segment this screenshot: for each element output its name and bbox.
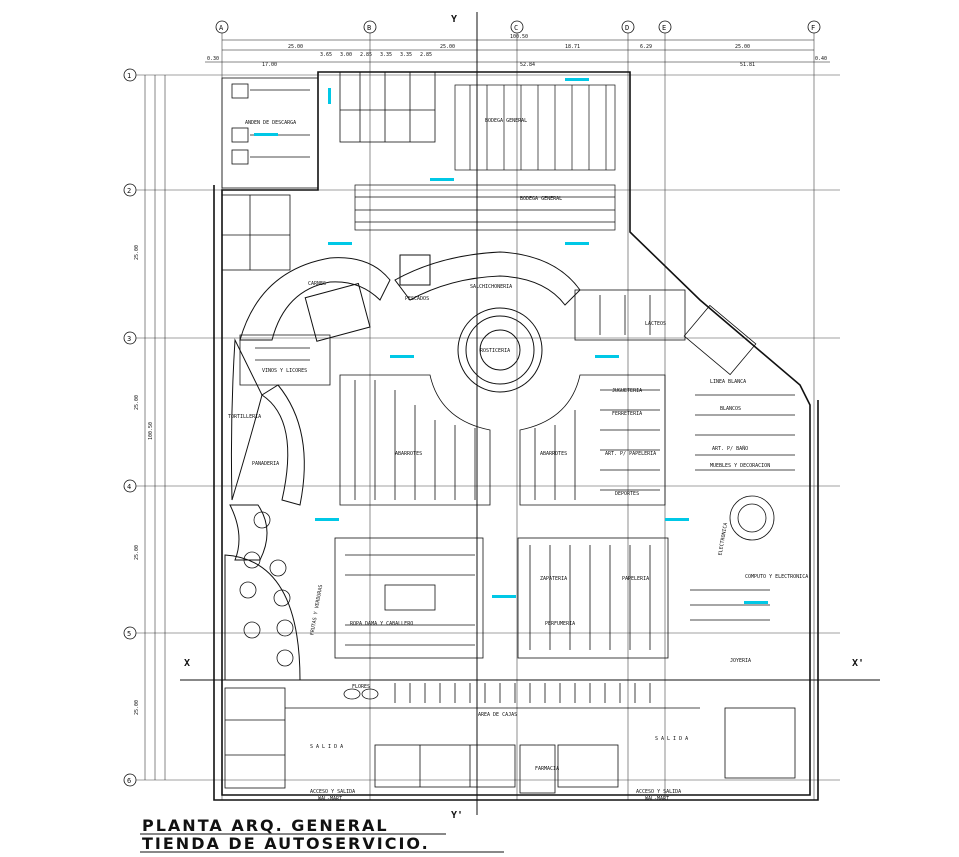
axis-x2-label: X' [852,658,864,669]
label-bodega-1: BODEGA GENERAL [485,118,527,124]
label-papeleria-2: PAPELERIA [622,576,649,582]
label-abarrotes-1: ABARROTES [395,451,422,457]
label-ferreteria: FERRETERIA [612,411,642,417]
grid-col-e: E [662,24,666,32]
label-flores: FLORES [352,684,370,690]
drawing-title-line1: PLANTA ARQ. GENERAL [142,816,389,835]
label-rosticeria: ROSTICERIA [480,348,510,354]
label-acceso-2a: ACCESO Y SALIDA [636,789,681,795]
grocery-aisles [339,374,666,506]
title-underline [140,833,504,853]
dim-top2-b: 17.00 [262,62,277,68]
grid-col-f: F [811,24,815,32]
column-grid-bubbles [215,20,821,34]
grid-row-1: 1 [127,72,131,80]
label-cajas: AREA DE CAJAS [478,712,517,718]
bottom-rooms [224,687,796,794]
label-panaderia: PANADERIA [252,461,279,467]
dim-top-c: 3.00 [340,52,352,58]
label-frutas: FRUTAS Y VERDURAS [309,584,324,635]
label-jugueteria: JUGUETERIA [612,388,642,394]
grid-col-c: C [514,24,518,32]
flow-arrows [254,78,768,604]
label-linea-blanca: LINEA BLANCA [710,379,746,385]
label-muebles: MUEBLES Y DECORACION [710,463,770,469]
axis-y-label: Y [451,14,457,25]
dim-top-f: 3.35 [400,52,412,58]
label-art-bano: ART. P/ BAÑO [712,445,748,452]
drawing-title-line2: TIENDA DE AUTOSERVICIO. [142,834,430,853]
label-blancos: BLANCOS [720,406,741,412]
label-lacteos: LACTEOS [645,321,666,327]
dim-top-h: 25.00 [440,44,455,50]
grid-col-a: A [219,24,224,32]
dim-top2-c: 52.84 [520,62,535,68]
label-bodega-2: BODEGA GENERAL [520,196,562,202]
bodega-shelves [354,84,616,231]
checkout-lanes [285,683,700,709]
central-rotunda [457,307,543,393]
dim-top-total: 100.50 [510,34,528,40]
label-salchichoneria: SALCHICHONERIA [470,284,512,290]
label-acceso-2b: WAL-MART [645,796,669,802]
label-electronica: ELECTRONICA [718,522,730,556]
label-andenes: ANDEN DE DESCARGA [245,120,296,126]
dim-top-j: 6.29 [640,44,652,50]
label-zapateria: ZAPATERIA [540,576,567,582]
wine-area [239,334,331,386]
grid-row-4: 4 [127,483,131,491]
dim-left-total: 100.50 [148,422,154,440]
axis-y2-label: Y' [451,810,463,821]
label-papeleria-1: ART. P/ PAPELERIA [605,451,656,457]
label-deportes: DEPORTES [615,491,639,497]
label-vinos: VINOS Y LICORES [262,368,307,374]
label-carnes: CARNES [308,281,326,287]
dim-top2-a: 0.30 [207,56,219,62]
grid-row-3: 3 [127,335,131,343]
top-dimension-lines [205,39,830,63]
grid-col-d: D [625,24,629,32]
label-pescados: PESCADOS [405,296,429,302]
dim-top-i: 18.71 [565,44,580,50]
label-joyeria: JOYERIA [730,658,751,664]
dim-left-a: 25.00 [134,245,140,260]
produce-tables [239,511,294,667]
label-abarrotes-2: ABARROTES [540,451,567,457]
label-farmacia: FARMACIA [535,766,559,772]
dim-left-c: 25.00 [134,545,140,560]
right-departments [574,289,795,621]
label-salida-1: S A L I D A [310,744,343,750]
service-rooms [221,71,436,271]
label-acceso-1a: ACCESO Y SALIDA [310,789,355,795]
label-computo: COMPUTO Y ELECTRONICA [745,574,808,580]
axis-x-label: X [184,658,190,669]
dim-top2-d: 51.81 [740,62,755,68]
row-grid-bubbles [123,68,137,787]
grid-col-b: B [367,24,371,32]
dim-top-d: 2.85 [360,52,372,58]
grid-row-5: 5 [127,630,131,638]
dim-top-k: 25.00 [735,44,750,50]
dim-top-e: 3.35 [380,52,392,58]
grid-row-2: 2 [127,187,131,195]
loading-dock [221,77,319,189]
dim-left-b: 25.00 [134,395,140,410]
dim-left-d: 25.00 [134,700,140,715]
dim-top-g: 2.85 [420,52,432,58]
label-tortilleria: TORTILLERIA [228,414,261,420]
lower-departments [334,537,669,659]
label-salida-2: S A L I D A [655,736,688,742]
bakery-counters [224,338,305,681]
building-outline [213,71,819,801]
dim-top-a: 25.00 [288,44,303,50]
left-dimension-lines [144,75,166,780]
dim-top2-e: 0.40 [815,56,827,62]
label-acceso-1b: WAL-MART [318,796,342,802]
grid-row-6: 6 [127,777,131,785]
label-perfumeria: PERFUMERIA [545,621,575,627]
dim-top-b: 3.65 [320,52,332,58]
label-ropa: ROPA DAMA Y CABALLERO [350,621,413,627]
